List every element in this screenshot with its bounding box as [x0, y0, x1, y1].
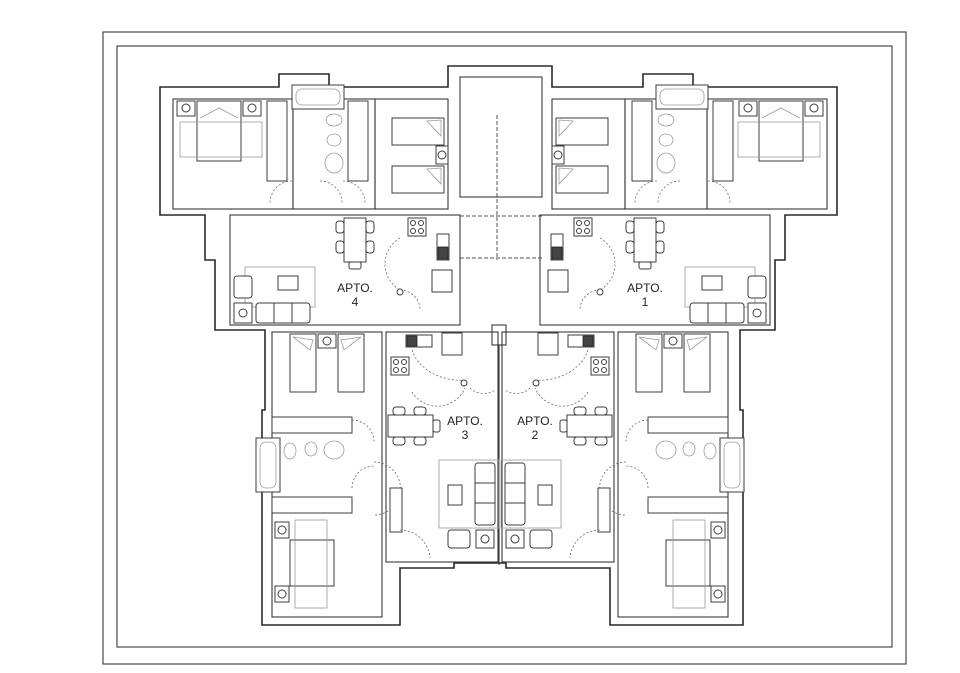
- apto-2-unit: [500, 331, 745, 618]
- door-swing: [269, 180, 293, 204]
- stove-icon: [407, 217, 427, 237]
- dining-table-icon: [343, 217, 367, 263]
- dining-table-icon: [387, 414, 434, 438]
- inner-frame: [116, 45, 893, 648]
- apto-4-label: APTO.: [337, 281, 373, 295]
- apto-1-bedrooms: [551, 84, 828, 210]
- washbasin-icon: [324, 152, 344, 174]
- sofa-icon: [474, 462, 496, 526]
- apto-1-number: 1: [642, 295, 649, 309]
- apto-1-living: [539, 214, 771, 326]
- wardrobe-icon: [271, 496, 353, 514]
- wardrobe-icon: [271, 416, 353, 434]
- apto-3-number: 3: [462, 428, 469, 442]
- apto-2-label: APTO.: [517, 414, 553, 428]
- apto-3-label: APTO.: [447, 414, 483, 428]
- double-bed-icon: [196, 100, 242, 162]
- apto-3-unit: [255, 331, 500, 618]
- outer-frame: [102, 31, 907, 665]
- apto-2-number: 2: [532, 428, 539, 442]
- wardrobe-icon: [266, 100, 288, 182]
- apto-1-label: APTO.: [627, 281, 663, 295]
- wardrobe-icon: [347, 100, 369, 182]
- armchair-icon: [233, 275, 253, 299]
- stove-icon: [390, 356, 410, 376]
- apto-4-number: 4: [352, 295, 359, 309]
- building-outline: [159, 65, 838, 626]
- apto-4-bedrooms: [172, 84, 449, 210]
- tv-table-icon: [447, 484, 463, 506]
- tv-table-icon: [277, 275, 299, 291]
- armchair-icon: [447, 529, 471, 549]
- single-bed-icon: [391, 117, 445, 146]
- apto-4-living: APTO. 4: [229, 214, 461, 326]
- bidet-icon: [326, 133, 342, 147]
- sofa-icon: [255, 302, 311, 324]
- toilet-icon: [325, 113, 343, 127]
- single-bed-icon: [391, 165, 445, 194]
